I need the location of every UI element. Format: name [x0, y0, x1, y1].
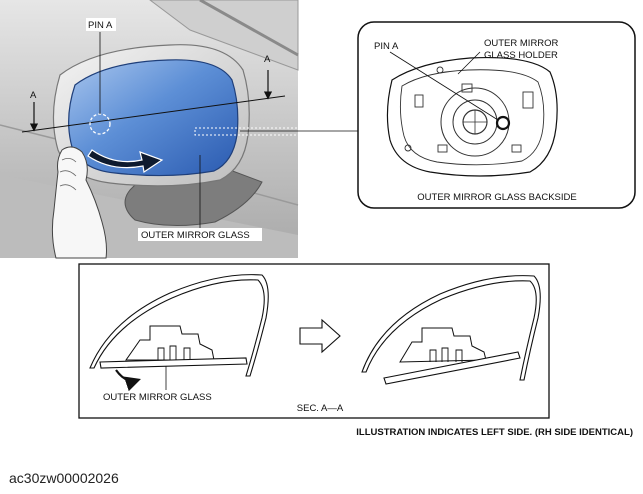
glass-holder-outline	[399, 69, 545, 166]
left-housing-section	[89, 274, 269, 377]
detail-frame	[357, 21, 636, 209]
mirror-photo-panel: PIN A A A OUTER MIRROR GLASS	[0, 0, 359, 259]
right-housing-section	[361, 275, 541, 381]
right-glass-section	[383, 351, 521, 385]
right-teeth	[429, 347, 463, 362]
pin-a-label: PIN A	[88, 20, 113, 31]
left-rotate-arrow-icon	[115, 369, 141, 392]
removal-direction-arrow-icon	[87, 149, 164, 174]
section-a-left-label: A	[30, 90, 37, 101]
side-note: ILLUSTRATION INDICATES LEFT SIDE. (RH SI…	[356, 427, 633, 438]
section-a-a-panel: OUTER MIRROR GLASS SEC. A—A	[78, 263, 550, 419]
hub-cross	[463, 110, 487, 134]
pin-a-detail-leader	[389, 51, 499, 121]
holder-label-line2: GLASS HOLDER	[484, 50, 558, 61]
clip-2	[437, 144, 448, 153]
backside-detail-panel: PIN A OUTER MIRROR GLASS HOLDER OUTER MI…	[357, 21, 636, 209]
right-mechanism	[399, 327, 487, 363]
window-frame-edge	[199, 0, 299, 57]
clip-3	[511, 144, 522, 153]
hand-illustration	[51, 146, 107, 259]
pin-a-label-bg	[86, 18, 116, 31]
section-glass-label: OUTER MIRROR GLASS	[103, 392, 212, 403]
pin-a-detail-label: PIN A	[374, 41, 399, 52]
left-teeth	[157, 345, 191, 360]
clip-7	[436, 66, 444, 74]
left-mechanism	[125, 325, 215, 361]
left-glass-section	[99, 357, 248, 369]
clip-4	[414, 94, 424, 108]
backside-caption: OUTER MIRROR GLASS BACKSIDE	[417, 192, 576, 203]
figure-code: ac30zw00002026	[9, 470, 119, 486]
section-line-a-a	[21, 95, 286, 133]
section-caption: SEC. A—A	[297, 403, 344, 414]
outer-mirror-glass-label: OUTER MIRROR GLASS	[141, 230, 250, 241]
glass-backside-outline	[386, 57, 558, 177]
outer-mirror-glass-label-bg	[138, 228, 262, 241]
transition-arrow-icon	[299, 318, 341, 354]
holder-leader	[457, 51, 481, 75]
window-frame	[149, 0, 299, 71]
section-a-right-label: A	[264, 54, 271, 65]
clip-5	[522, 91, 534, 109]
clip-1	[461, 83, 473, 93]
holder-label-line1: OUTER MIRROR	[484, 38, 559, 49]
pin-a-detail-marker	[495, 115, 511, 131]
clip-6	[404, 144, 412, 152]
hand-fingers	[59, 158, 77, 191]
